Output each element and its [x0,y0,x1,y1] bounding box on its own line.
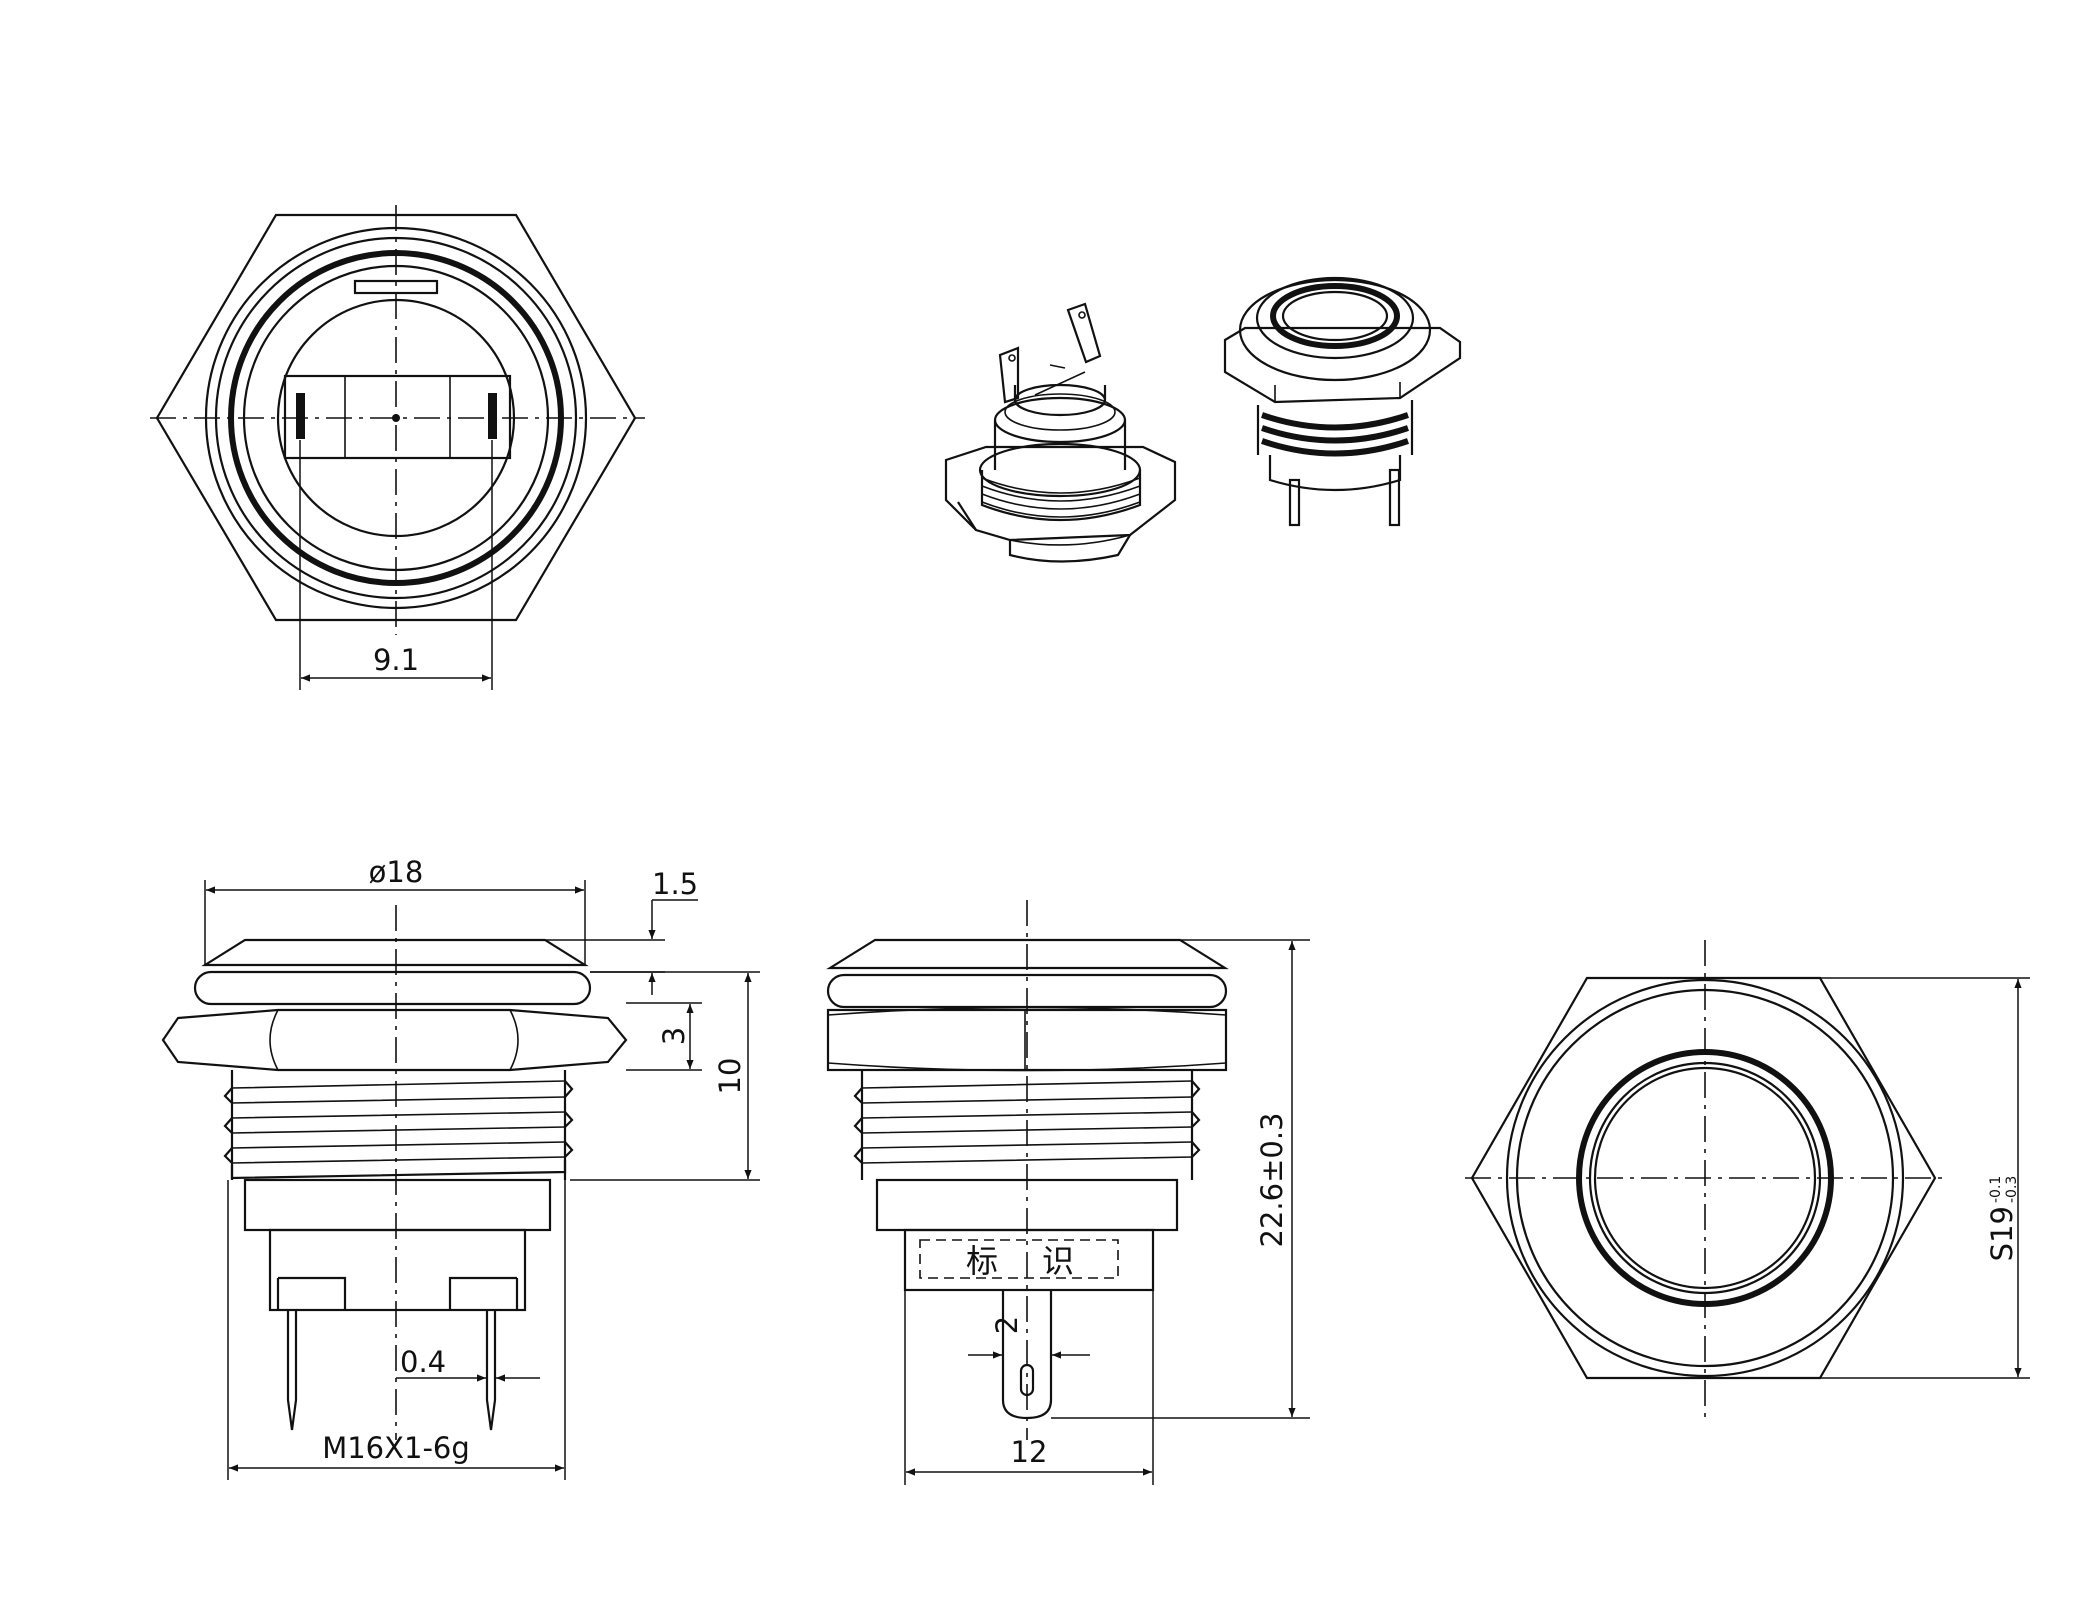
side-a-cap [201,938,589,967]
dim-hex-size: S19 [1985,1206,2019,1261]
dim-terminal-thickness: 0.4 [400,1345,446,1379]
dim-thread-length: 10 [713,1058,747,1095]
marking-char-1: 标 [966,1242,998,1280]
iso-view-rear [944,302,1177,563]
dim-nut-height: 3 [657,1027,691,1045]
dim-body-width: 12 [1011,1435,1048,1469]
front-terminal-right [488,393,497,439]
back-view: S19 -0.1 -0.3 [1465,940,2030,1420]
dim-overall-height: 22.6±0.3 [1255,1113,1289,1248]
dim-hex-tol-upper: -0.1 [1988,1176,2004,1203]
side-a-body [243,1178,552,1232]
side-a-terminal-left [286,1310,298,1431]
side-a-base [268,1228,527,1312]
front-view: 9.1 [150,205,645,690]
dim-hex-tol-lower: -0.3 [2004,1176,2020,1203]
back-outer-ring [1505,978,1905,1378]
side-view-b: 标 识 2 22.6±0.3 12 [826,900,1310,1485]
front-terminal-left [296,393,305,439]
dim-thread-spec: M16X1-6g [322,1431,470,1465]
dim-terminal-width: 2 [990,1316,1024,1334]
side-a-flange [193,970,592,1006]
dim-ring-thickness: 1.5 [652,867,698,901]
iso-view-front [1223,276,1462,527]
side-a-terminal-right [485,1310,497,1431]
side-view-a: ø18 1.5 10 3 0.4 M16X1-6g [161,855,760,1480]
front-terminal-block [283,374,512,460]
dim-head-diameter: ø18 [369,855,424,889]
dim-terminal-spacing: 9.1 [373,643,419,677]
side-a-nut [161,1008,628,1072]
marking-char-2: 识 [1042,1242,1074,1280]
marking-box [919,1239,1119,1279]
